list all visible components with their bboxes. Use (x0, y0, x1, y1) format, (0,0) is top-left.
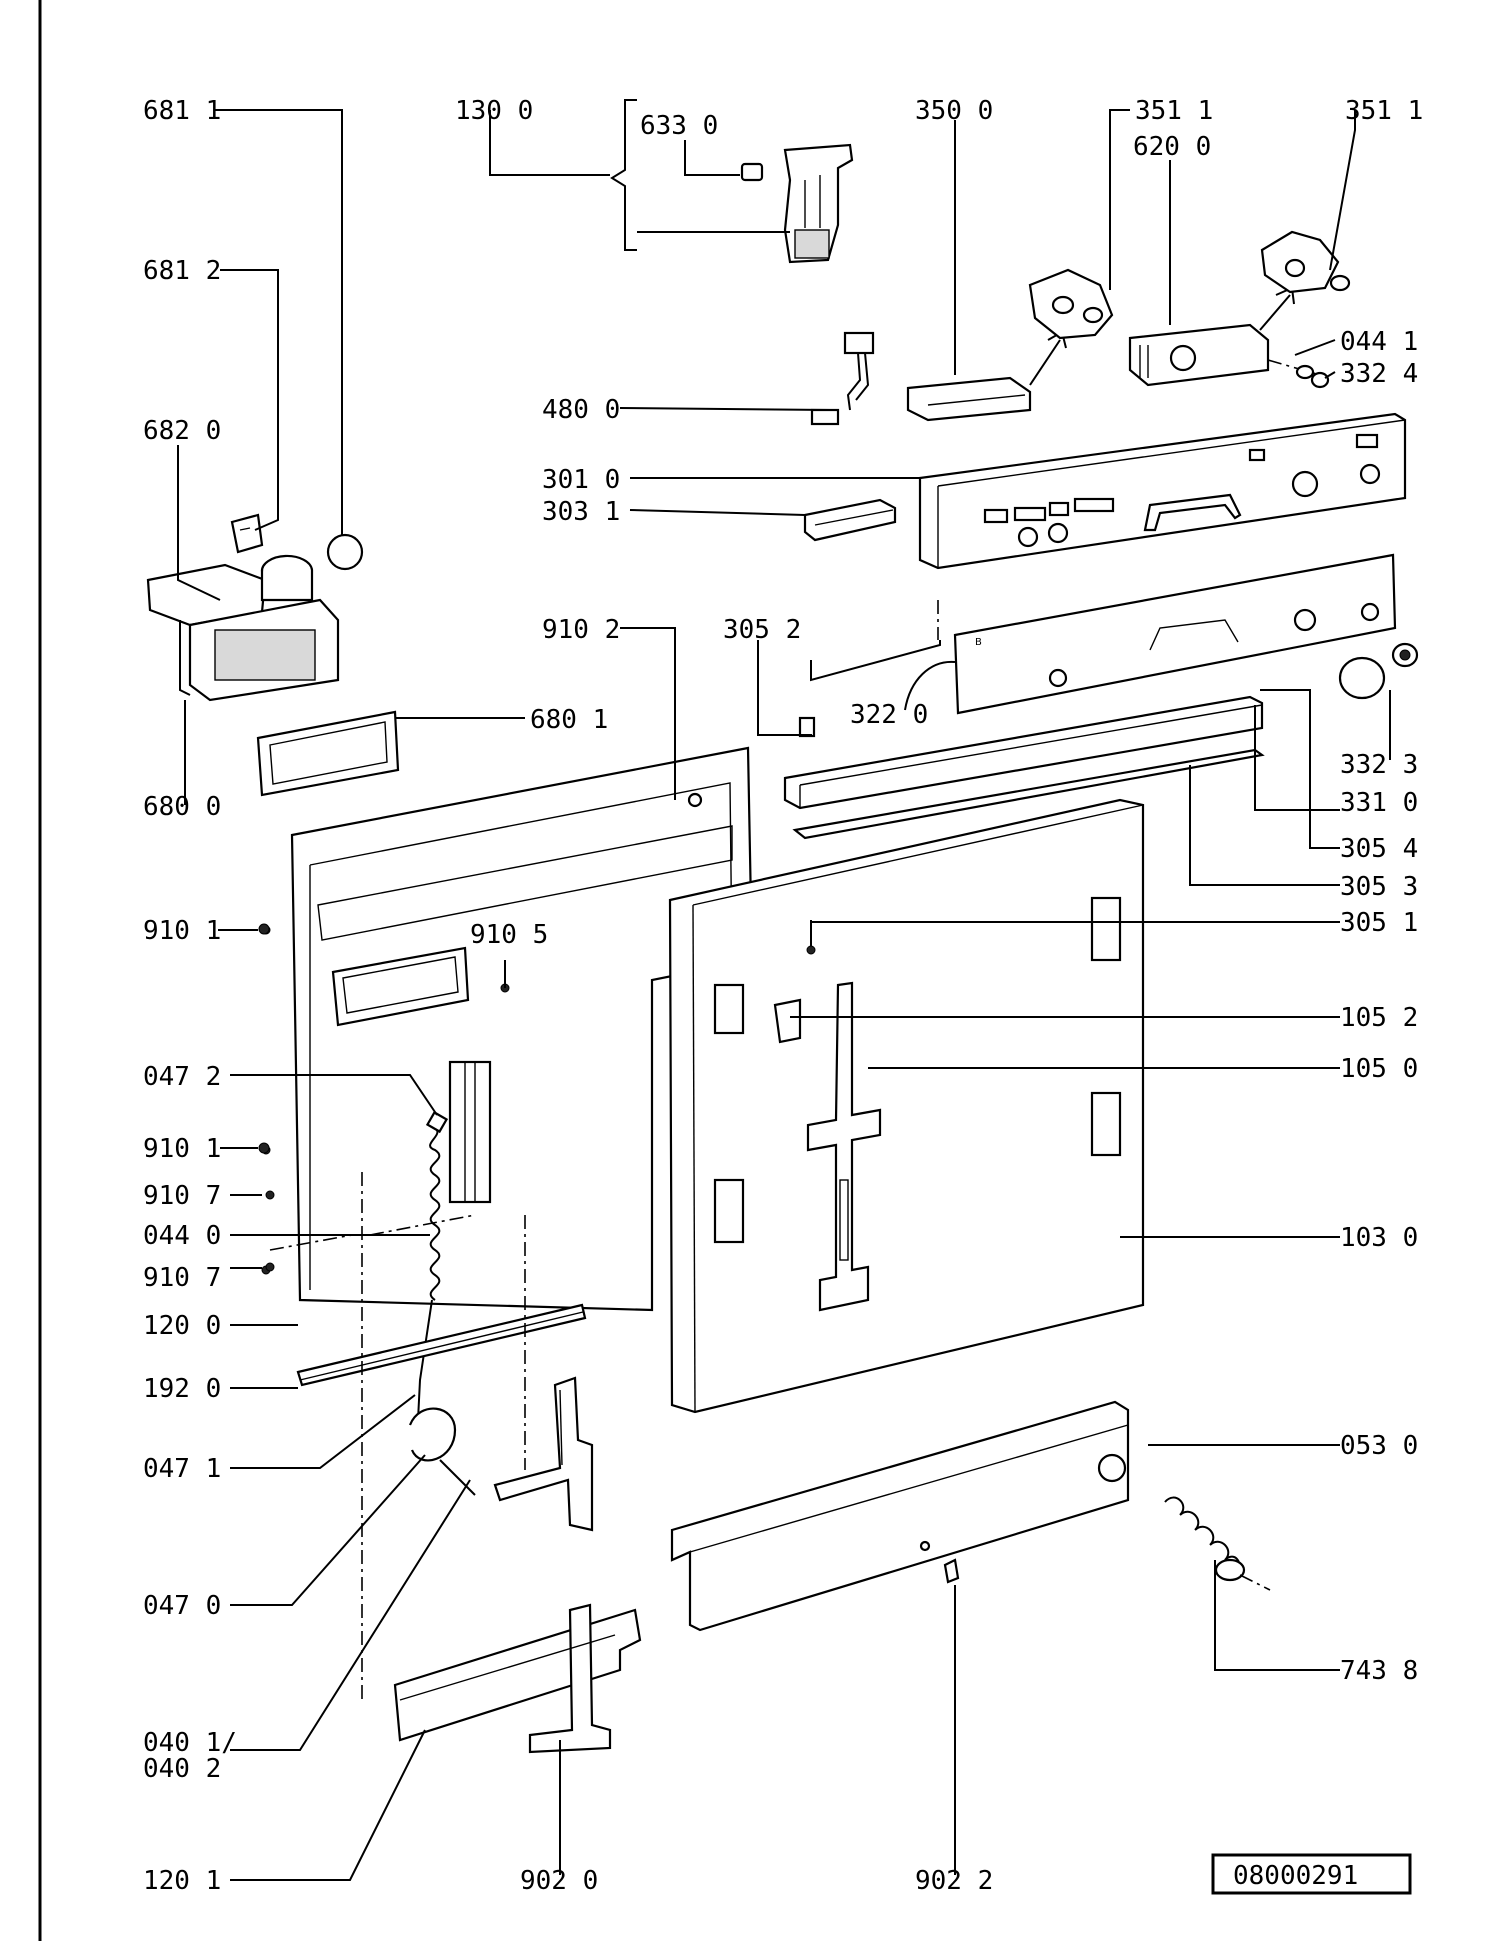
label-053-0: 053 0 (1340, 1431, 1418, 1461)
label-040-1: 040 1/ (143, 1728, 237, 1758)
switch-detail-left (1028, 268, 1114, 340)
label-305-2: 305 2 (723, 615, 801, 645)
label-331-0: 331 0 (1340, 788, 1418, 818)
label-301-0: 301 0 (542, 465, 620, 495)
coil-spring-part (1164, 1496, 1271, 1591)
label-910-2: 910 2 (542, 615, 620, 645)
fascia-panel-part: B (953, 553, 1397, 715)
label-120-0: 120 0 (143, 1311, 221, 1341)
dispenser-part (146, 554, 340, 702)
label-040-2: 040 2 (143, 1754, 221, 1784)
label-305-4: 305 4 (1340, 834, 1418, 864)
label-681-1: 681 1 (143, 96, 221, 126)
label-680-0: 680 0 (143, 792, 221, 822)
label-910-7-b: 910 7 (143, 1263, 221, 1293)
label-332-3: 332 3 (1340, 750, 1418, 780)
label-681-2: 681 2 (143, 256, 221, 286)
label-633-0: 633 0 (640, 111, 718, 141)
svg-text:B: B (975, 637, 982, 648)
gasket-part (256, 710, 400, 797)
label-902-2: 902 2 (915, 1866, 993, 1896)
label-047-2: 047 2 (143, 1062, 221, 1092)
label-680-1: 680 1 (530, 705, 608, 735)
label-120-1: 120 1 (143, 1866, 221, 1896)
callout-labels: 681 1 130 0 633 0 350 0 351 1 620 0 351 … (143, 96, 1423, 1896)
wiring-harness-part (810, 331, 875, 426)
label-130-0: 130 0 (455, 96, 533, 126)
bracket-part (803, 498, 897, 542)
label-910-1-b: 910 1 (143, 1134, 221, 1164)
label-682-0: 682 0 (143, 416, 221, 446)
label-350-0: 350 0 (915, 96, 993, 126)
label-910-5: 910 5 (470, 920, 548, 950)
control-panel-part (918, 412, 1407, 570)
label-044-0: 044 0 (143, 1221, 221, 1251)
label-480-0: 480 0 (542, 395, 620, 425)
top-rail-part (783, 695, 1265, 840)
hinge-bracket-part (493, 1376, 594, 1532)
label-910-7-a: 910 7 (143, 1181, 221, 1211)
label-305-3: 305 3 (1340, 872, 1418, 902)
label-322-0: 322 0 (850, 700, 928, 730)
label-620-0: 620 0 (1133, 132, 1211, 162)
control-module-part (906, 330, 1067, 422)
switch-block-part (1128, 286, 1295, 387)
label-910-1-a: 910 1 (143, 916, 221, 946)
spring-cord-part (408, 1110, 476, 1496)
label-044-1: 044 1 (1340, 327, 1418, 357)
label-047-1: 047 1 (143, 1454, 221, 1484)
drawing-number-box: 08000291 (1211, 1853, 1412, 1895)
label-047-0: 047 0 (143, 1591, 221, 1621)
label-332-4: 332 4 (1340, 359, 1418, 389)
label-305-1: 305 1 (1340, 908, 1418, 938)
knob-part (1338, 642, 1419, 700)
label-303-1: 303 1 (542, 497, 620, 527)
clip-part (230, 513, 264, 554)
bottom-bracket-part (393, 1603, 642, 1754)
label-743-8: 743 8 (1340, 1656, 1418, 1686)
leader-lines (177, 99, 1391, 1881)
label-351-1-a: 351 1 (1135, 96, 1213, 126)
label-105-2: 105 2 (1340, 1003, 1418, 1033)
bottom-channel-part (670, 1400, 1130, 1632)
label-192-0: 192 0 (143, 1374, 221, 1404)
strip-part (296, 1303, 587, 1387)
label-103-0: 103 0 (1340, 1223, 1418, 1253)
inner-door-part (261, 746, 754, 1312)
valve-assembly-part (740, 143, 854, 264)
outer-door-panel-part (668, 798, 1145, 1414)
label-105-0: 105 0 (1340, 1054, 1418, 1084)
small-spring-part (1267, 359, 1330, 389)
cap-part (326, 533, 364, 571)
label-902-0: 902 0 (520, 1866, 598, 1896)
screws-part (258, 792, 703, 1272)
switch-detail-right (1260, 230, 1351, 294)
drawing-number: 08000291 (1233, 1861, 1358, 1891)
label-351-1-b: 351 1 (1345, 96, 1423, 126)
